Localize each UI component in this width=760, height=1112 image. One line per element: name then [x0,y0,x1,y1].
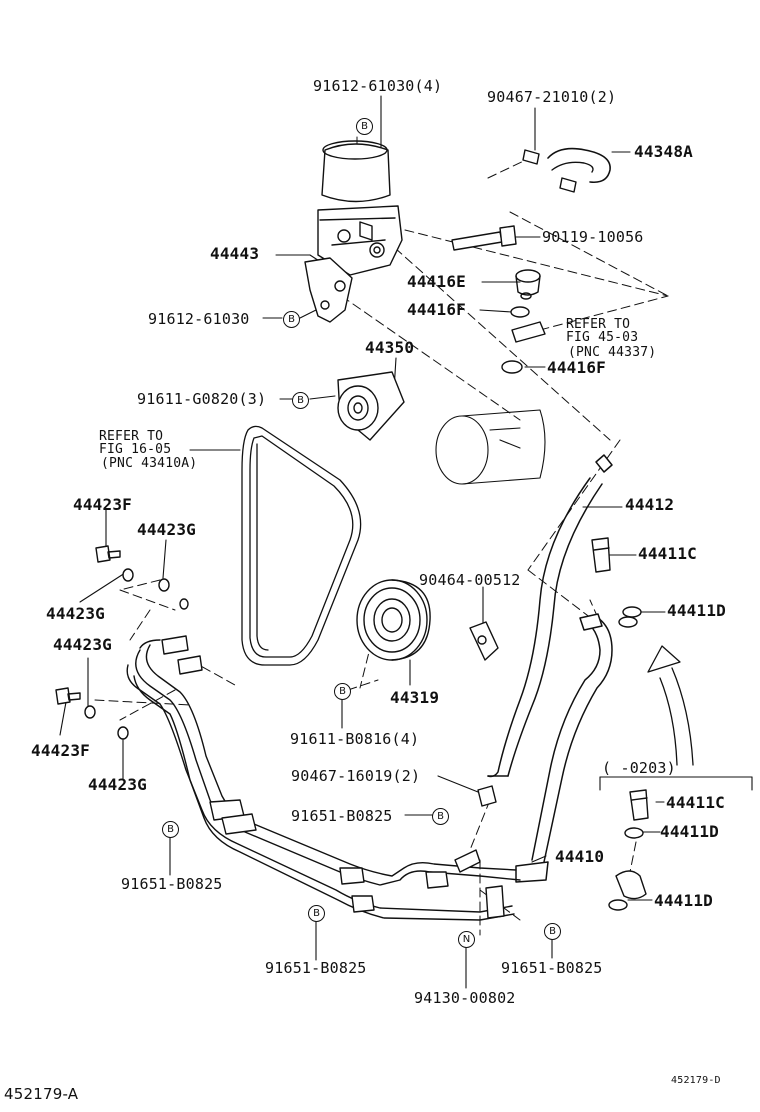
label-44423G-4: 44423G [88,775,147,794]
label-90467-16019-2: 90467-16019(2) [291,767,421,785]
marker-b-pulley: B [292,392,309,409]
marker-b-top: B [356,118,373,135]
union-44411C [591,537,611,573]
label-44411D-mid: 44411D [660,822,719,841]
label-91651-B0825-d: 91651-B0825 [501,959,603,977]
clamp-90464 [469,621,499,661]
cooler-tubes [126,635,521,921]
label-90119-10056: 90119-10056 [542,228,644,246]
power-steering-pump [304,140,403,323]
hose-44348A [522,147,611,193]
label-91651-B0825-a: 91651-B0825 [291,807,393,825]
label-91611-B0816-4: 91611-B0816(4) [290,730,420,748]
label-91611-G0820-3: 91611-G0820(3) [137,390,267,408]
marker-b-clamp: B [432,808,449,825]
figure-id-left: 452179-A [4,1085,79,1103]
label-44411C-upper: 44411C [638,544,697,563]
label-44411D-lower: 44411D [654,891,713,910]
return-hose-44412 [487,454,613,778]
label-90464-00512: 90464-00512 [419,571,521,589]
label-44411D-upper: 44411D [667,601,726,620]
figure-id-right: 452179-D [671,1075,721,1086]
compressor-outline [435,409,546,485]
label-91651-B0825-c: 91651-B0825 [265,959,367,977]
bolt-90119 [451,225,517,251]
label-44423F-upper: 44423F [73,495,132,514]
pressure-hose-44410 [515,613,613,883]
refer-note-1-line2: FIG 45-03 [566,330,639,345]
label-44423F-lower: 44423F [31,741,90,760]
label-44416F-upper: 44416F [407,300,466,319]
refer-note-2-line3: (PNC 43410A) [101,456,198,471]
label-94130-00802: 94130-00802 [414,989,516,1007]
marker-b-bottom-right: B [544,923,561,940]
refer-note-1-line3: (PNC 44337) [568,345,657,360]
label-44443: 44443 [210,244,260,263]
label-44416F-lower: 44416F [547,358,606,377]
bracket-label: ( -0203) [602,759,676,777]
drive-belt [241,425,362,666]
label-91612-61030-4: 91612-61030(4) [313,77,443,95]
refer-note-1-line1: REFER TO [566,317,631,332]
gasket-44411D [618,606,642,628]
marker-b-bottom-center: B [308,905,325,922]
label-44410: 44410 [555,847,605,866]
idler-pulley-44350 [337,371,405,441]
marker-b-left: B [162,821,179,838]
variant-union [608,789,649,911]
label-44423G-2: 44423G [46,604,105,623]
clamp-90467-16019 [477,785,497,807]
variant-bracket [599,776,753,791]
marker-b-crank: B [334,683,351,700]
label-91651-B0825-b: 91651-B0825 [121,875,223,893]
label-44350: 44350 [365,338,415,357]
label-90467-21010-2: 90467-21010(2) [487,88,617,106]
label-91612-61030: 91612-61030 [148,310,250,328]
curved-arrow [647,645,694,766]
marker-n: N [458,931,475,948]
union-fittings [501,269,546,374]
label-44412: 44412 [625,495,675,514]
crank-pulley-44319 [356,579,431,661]
label-44423G-3: 44423G [53,635,112,654]
refer-note-2-line2: FIG 16-05 [99,442,172,457]
marker-b-bracket: B [283,311,300,328]
label-44416E: 44416E [407,272,466,291]
label-44319: 44319 [390,688,440,707]
label-44423G-1: 44423G [137,520,196,539]
bracket-bolts [55,545,189,740]
refer-note-2-line1: REFER TO [99,429,164,444]
label-44411C-lower: 44411C [666,793,725,812]
label-44348A: 44348A [634,142,693,161]
